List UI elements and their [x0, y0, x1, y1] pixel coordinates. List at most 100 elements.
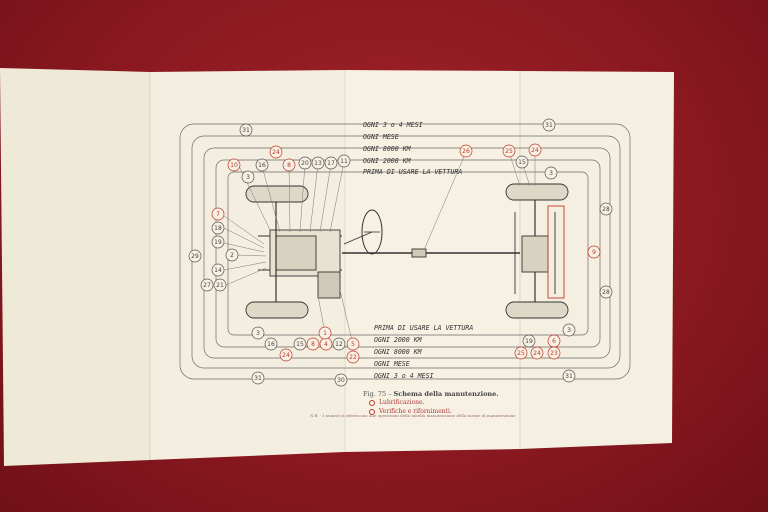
svg-text:7: 7 — [216, 211, 220, 218]
svg-text:10: 10 — [230, 162, 238, 169]
svg-text:24: 24 — [282, 352, 290, 359]
svg-text:17: 17 — [327, 160, 335, 167]
svg-text:8: 8 — [311, 341, 315, 348]
svg-text:26: 26 — [462, 148, 470, 155]
svg-text:19: 19 — [214, 239, 222, 246]
svg-text:13: 13 — [314, 160, 322, 167]
circle-icon — [369, 408, 375, 415]
marker: 31 — [542, 118, 556, 132]
svg-text:25: 25 — [505, 148, 513, 155]
svg-text:12: 12 — [335, 341, 343, 348]
svg-text:30: 30 — [337, 377, 345, 384]
leader-lines — [223, 150, 536, 346]
svg-text:27: 27 — [203, 282, 211, 289]
marker: 28 — [599, 285, 613, 299]
marker: 10 — [227, 158, 241, 172]
rear-right-wheel — [505, 301, 569, 319]
svg-text:22: 22 — [349, 354, 357, 361]
bottom-label: OGNI MESE — [374, 360, 410, 368]
marker: 24 — [279, 348, 293, 362]
figure-number: Fig. 75 — [363, 390, 387, 398]
front-left-wheel — [245, 185, 309, 203]
svg-text:31: 31 — [254, 375, 262, 382]
top-label: OGNI 2000 KM — [363, 157, 412, 165]
svg-text:31: 31 — [545, 122, 553, 129]
svg-text:29: 29 — [191, 253, 199, 260]
marker: 27 — [200, 278, 214, 292]
marker: 24 — [269, 145, 283, 159]
marker: 25 — [502, 144, 516, 158]
svg-text:16: 16 — [267, 341, 275, 348]
middle-right-panel — [345, 70, 520, 452]
marker: 11 — [337, 154, 351, 168]
svg-text:24: 24 — [272, 149, 280, 156]
marker: 14 — [211, 263, 225, 277]
marker: 15 — [515, 155, 529, 169]
svg-text:28: 28 — [602, 206, 610, 213]
svg-text:15: 15 — [518, 159, 526, 166]
markers: 31 31 31 31 24 24 24 24 10 16 8 20 13 17… — [188, 118, 613, 387]
top-label: PRIMA DI USARE LA VETTURA — [363, 168, 462, 176]
marker: 24 — [530, 346, 544, 360]
marker: 28 — [599, 202, 613, 216]
marker: 13 — [311, 156, 325, 170]
svg-text:23: 23 — [550, 350, 558, 357]
steering-wheel-icon — [361, 209, 383, 255]
marker: 16 — [255, 158, 269, 172]
marker: 30 — [334, 373, 348, 387]
marker: 26 — [459, 144, 473, 158]
rear-left-wheel — [505, 183, 569, 201]
bottom-label: OGNI 3 o 4 MESI — [374, 372, 434, 380]
svg-text:9: 9 — [592, 249, 596, 256]
chassis-drawing — [258, 192, 556, 312]
marker: 31 — [239, 123, 253, 137]
top-label: OGNI 8000 KM — [363, 145, 412, 153]
marker: 7 — [211, 207, 225, 221]
svg-text:6: 6 — [552, 338, 556, 345]
marker: 31 — [562, 369, 576, 383]
svg-text:4: 4 — [324, 341, 328, 348]
svg-text:31: 31 — [565, 373, 573, 380]
legend-label: Lubrificazione. — [379, 399, 425, 406]
marker: 8 — [306, 337, 320, 351]
marker: 25 — [514, 346, 528, 360]
marker: 5 — [346, 337, 360, 351]
marker: 2 — [225, 248, 239, 262]
marker: 31 — [251, 371, 265, 385]
bottom-label: OGNI 8000 KM — [374, 348, 423, 356]
top-label: OGNI MESE — [363, 133, 399, 141]
figure-caption: Fig. 75 – Schema della manutenzione. — [363, 390, 499, 398]
svg-text:14: 14 — [214, 267, 222, 274]
svg-text:24: 24 — [533, 350, 541, 357]
legend-checks: Verifiche e rifornimenti. — [369, 408, 452, 415]
svg-text:3: 3 — [256, 330, 260, 337]
svg-text:19: 19 — [525, 338, 533, 345]
marker: 4 — [319, 337, 333, 351]
schedule-labels: OGNI 3 o 4 MESI OGNI MESE OGNI 8000 KM O… — [363, 121, 473, 380]
svg-text:21: 21 — [216, 282, 224, 289]
svg-text:20: 20 — [301, 160, 309, 167]
marker: 22 — [346, 350, 360, 364]
svg-text:28: 28 — [602, 289, 610, 296]
marker: 16 — [264, 337, 278, 351]
svg-text:3: 3 — [567, 327, 571, 334]
wheels — [245, 183, 569, 319]
marker: 12 — [332, 337, 346, 351]
marker: 19 — [211, 235, 225, 249]
svg-text:16: 16 — [258, 162, 266, 169]
marker: 8 — [282, 158, 296, 172]
marker: 9 — [587, 245, 601, 259]
svg-text:11: 11 — [340, 158, 348, 165]
svg-text:24: 24 — [531, 147, 539, 154]
svg-text:8: 8 — [287, 162, 291, 169]
marker: 3 — [251, 326, 265, 340]
circle-icon — [369, 399, 375, 406]
marker: 21 — [213, 278, 227, 292]
legend-lubrication: Lubrificazione. — [369, 399, 424, 406]
svg-text:2: 2 — [230, 252, 234, 259]
marker: 23 — [547, 346, 561, 360]
bottom-label: PRIMA DI USARE LA VETTURA — [374, 324, 473, 332]
marker: 6 — [547, 334, 561, 348]
marker: 29 — [188, 249, 202, 263]
